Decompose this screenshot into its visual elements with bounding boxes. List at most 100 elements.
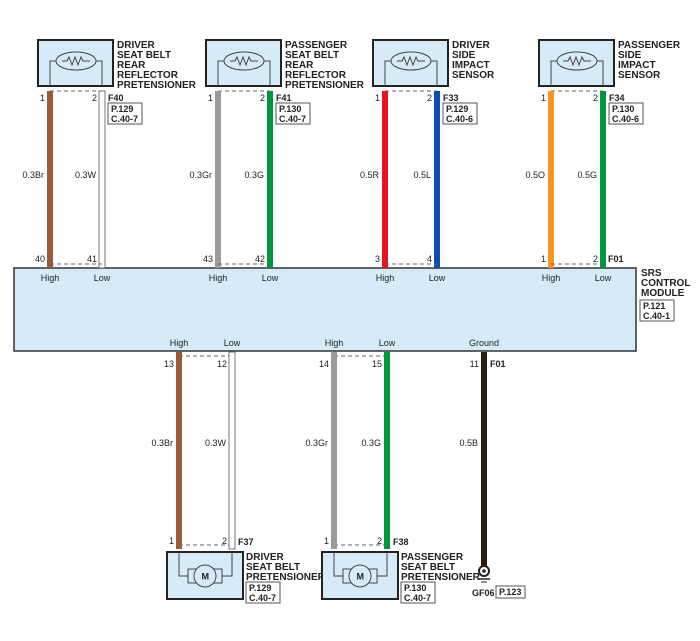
pin-label-low: Low [94, 273, 111, 283]
component-name-line: PASSENGER [285, 40, 348, 51]
component-name-line: REAR [117, 60, 146, 71]
wire-0.3g [384, 352, 390, 549]
wire-body [384, 352, 390, 549]
module-pin-number: 14 [319, 359, 329, 369]
module-pin-number: 4 [427, 254, 432, 264]
wire-spec: 0.3G [361, 438, 381, 448]
motor-icon: M [187, 564, 223, 588]
wire-body [434, 91, 440, 268]
module-top-connector-id: F01 [608, 254, 624, 264]
module-pin-number: 42 [255, 254, 265, 264]
module-pin-number: 3 [375, 254, 380, 264]
wire-0.5o [548, 91, 554, 268]
wire-body [47, 91, 53, 268]
circuit-ref: C.40-7 [279, 114, 306, 124]
component-name-line: REFLECTOR [285, 70, 347, 81]
bottom-component-f38: High140.3Gr1Low150.3G2MF38PASSENGERSEAT … [305, 338, 481, 604]
motor-label: M [202, 572, 210, 582]
pin-label-low: Low [224, 338, 241, 348]
wire-body [331, 352, 337, 549]
component-name-line: SEAT BELT [285, 50, 339, 61]
page-ref-frame [639, 299, 675, 322]
pin-number: 1 [169, 536, 174, 546]
module-pin-number: 41 [87, 254, 97, 264]
ground-icon [478, 565, 490, 583]
wire-0.3gr [215, 91, 221, 268]
wire-body [267, 91, 273, 268]
connector-id: F41 [276, 93, 292, 103]
wire-spec: 0.5L [413, 170, 431, 180]
module-name-line: SRS [641, 268, 662, 279]
wire-0.3br [47, 91, 53, 268]
page-number: P.130 [279, 104, 301, 114]
pin-number: 2 [427, 93, 432, 103]
connector-id: F34 [609, 93, 625, 103]
wire-body [600, 91, 606, 268]
wire-0.5b [481, 352, 487, 567]
top-component-f34: PASSENGERSIDEIMPACTSENSOR10.5O1High20.5G… [525, 39, 681, 283]
component-name-line: DRIVER [246, 552, 285, 563]
pin-label-low: Low [262, 273, 279, 283]
module-name-line: CONTROL [641, 278, 690, 289]
component-name-line: SENSOR [618, 70, 661, 81]
circuit-ref: C.40-7 [111, 114, 138, 124]
pin-label-low: Low [429, 273, 446, 283]
pin-number: 1 [40, 93, 45, 103]
connector-id: F40 [108, 93, 124, 103]
component-name-line: SIDE [452, 50, 476, 61]
pin-number: 1 [375, 93, 380, 103]
pin-number: 2 [92, 93, 97, 103]
component-name-line: PRETENSIONER [285, 80, 365, 91]
module-box [13, 267, 637, 352]
module-pin-number: 13 [164, 359, 174, 369]
pin-number: 2 [222, 536, 227, 546]
wire-0.5g [600, 91, 606, 268]
module-name-line: MODULE [641, 288, 685, 299]
pin-number: 1 [324, 536, 329, 546]
page-ref-frame [107, 102, 143, 125]
connector-id: F37 [238, 537, 254, 547]
component-name-line: IMPACT [618, 60, 656, 71]
component-name-line: SEAT BELT [401, 562, 455, 573]
pin-label-high: High [325, 338, 344, 348]
module-pin-number: 2 [593, 254, 598, 264]
component-name-line: PASSENGER [401, 552, 464, 563]
module-pin-number: 1 [541, 254, 546, 264]
connector-id: F38 [393, 537, 409, 547]
pin-label-high: High [542, 273, 561, 283]
pin-label-high: High [41, 273, 60, 283]
connector-id: F33 [443, 93, 459, 103]
page-ref-frame [608, 102, 644, 125]
wire-body [98, 90, 106, 269]
component-name-line: PRETENSIONER [246, 572, 326, 583]
wire-spec: 0.3G [244, 170, 264, 180]
pin-number: 2 [593, 93, 598, 103]
wire-body [481, 352, 487, 567]
page-number: P.129 [249, 583, 271, 593]
wire-body [215, 91, 221, 268]
pin-label-high: High [209, 273, 228, 283]
wire-spec: 0.5G [577, 170, 597, 180]
page-ref-frame [400, 581, 436, 604]
component-name-line: REFLECTOR [117, 70, 179, 81]
module-pin-number: 11 [470, 359, 479, 369]
module-pin-number: 15 [372, 359, 382, 369]
wire-spec: 0.5B [459, 438, 478, 448]
page-ref-frame [442, 102, 478, 125]
wire-spec: 0.3Br [22, 170, 44, 180]
page-number: P.129 [111, 104, 133, 114]
component-name-line: SIDE [618, 50, 642, 61]
wire-spec: 0.3Br [151, 438, 173, 448]
wire-body [228, 351, 236, 550]
